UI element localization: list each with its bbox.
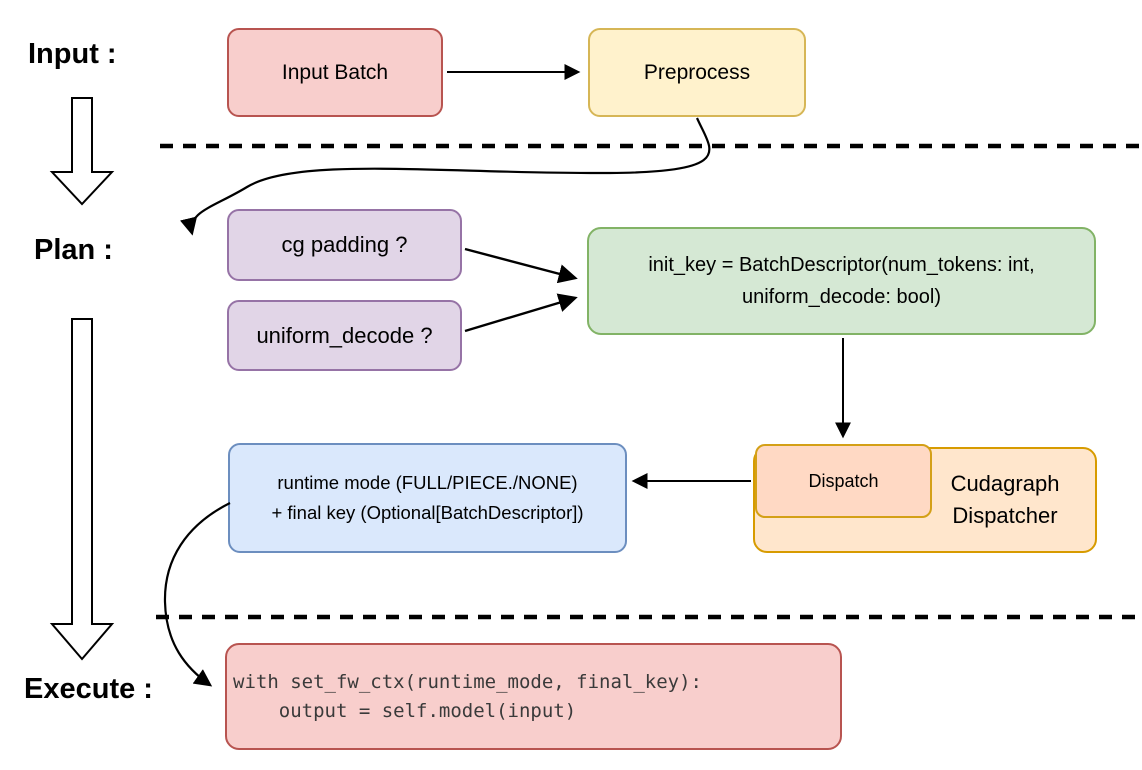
node-runtime-mode-line1: runtime mode (FULL/PIECE./NONE) [277, 472, 578, 494]
label-plan: Plan : [34, 234, 113, 266]
node-init-key-line2: uniform_decode: bool) [741, 286, 941, 308]
node-input-batch: Input Batch [227, 28, 443, 117]
node-execute-code-text: with set_fw_ctx(runtime_mode, final_key)… [233, 671, 702, 722]
block-arrow-input-to-plan [49, 97, 115, 206]
node-runtime-mode-line2: + final key (Optional[BatchDescriptor]) [271, 502, 584, 523]
node-runtime-mode: runtime mode (FULL/PIECE./NONE) + final … [228, 443, 627, 553]
node-execute-code: with set_fw_ctx(runtime_mode, final_key)… [225, 643, 842, 750]
block-arrow-plan-to-execute [49, 318, 115, 661]
node-preprocess-label: Preprocess [643, 60, 751, 84]
node-cg-padding: cg padding ? [227, 209, 462, 281]
node-uniform-decode: uniform_decode ? [227, 300, 462, 371]
node-cudagraph-dispatcher-label: Cudagraph Dispatcher [950, 471, 1060, 528]
node-input-batch-label: Input Batch [281, 60, 389, 84]
node-init-key-line1: init_key = BatchDescriptor(num_tokens: i… [648, 254, 1035, 276]
arrow-runtimemode-to-executecode [163, 502, 231, 687]
arrow-uniformdecode-to-initkey [464, 293, 578, 333]
node-init-key: init_key = BatchDescriptor(num_tokens: i… [587, 227, 1096, 335]
arrow-cgpadding-to-initkey [464, 247, 578, 284]
node-uniform-decode-label: uniform_decode ? [256, 322, 433, 348]
label-input: Input : [28, 38, 117, 70]
node-dispatch: Dispatch [755, 444, 932, 518]
node-preprocess: Preprocess [588, 28, 806, 117]
node-dispatch-label: Dispatch [808, 470, 879, 491]
label-execute: Execute : [24, 673, 153, 705]
node-cg-padding-label: cg padding ? [281, 232, 408, 257]
